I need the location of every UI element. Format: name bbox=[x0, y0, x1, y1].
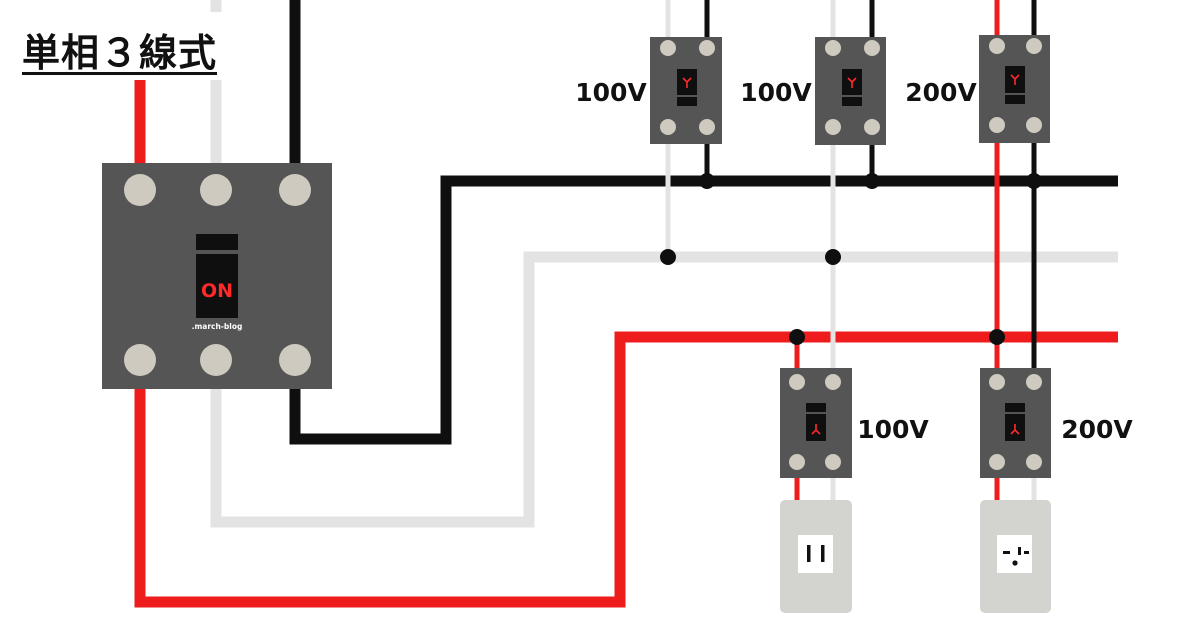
branch-breaker-top-1 bbox=[650, 37, 722, 144]
branch-breaker-bottom-2 bbox=[980, 368, 1051, 478]
branch-breaker-bottom-1 bbox=[780, 368, 852, 478]
outlet-slot bbox=[1018, 547, 1021, 555]
breaker-toggle[interactable] bbox=[842, 69, 862, 106]
outlet-slot bbox=[1024, 551, 1029, 554]
terminal-screw bbox=[279, 344, 311, 376]
outlet-slot bbox=[807, 545, 811, 562]
breaker-toggle[interactable] bbox=[1005, 403, 1025, 441]
junction-dot bbox=[699, 173, 715, 189]
terminal-screw bbox=[989, 454, 1005, 470]
terminal-screw bbox=[789, 454, 805, 470]
breaker-voltage-label: 200V bbox=[905, 78, 977, 107]
branch-breaker-top-2 bbox=[815, 37, 886, 145]
breaker-toggle[interactable] bbox=[677, 69, 697, 106]
outlet-ground-hole bbox=[1012, 560, 1018, 566]
terminal-screw bbox=[279, 174, 311, 206]
breaker-voltage-label: 100V bbox=[575, 78, 647, 107]
main-breaker: ON .march-blog bbox=[102, 163, 332, 389]
terminal-screw bbox=[825, 40, 841, 56]
terminal-screw bbox=[660, 119, 676, 135]
terminal-screw bbox=[1026, 38, 1042, 54]
junction-dot bbox=[864, 173, 880, 189]
terminal-screw bbox=[989, 117, 1005, 133]
terminal-screw bbox=[124, 174, 156, 206]
outlet-slot bbox=[1003, 551, 1010, 554]
terminal-screw bbox=[825, 374, 841, 390]
terminal-screw bbox=[825, 454, 841, 470]
terminal-screw bbox=[200, 174, 232, 206]
outlet-200v bbox=[980, 500, 1051, 613]
junction-dot bbox=[789, 329, 805, 345]
terminal-screw bbox=[989, 374, 1005, 390]
white-bus-feed bbox=[210, 251, 1118, 528]
breaker-toggle[interactable] bbox=[1005, 66, 1025, 104]
terminal-screw bbox=[989, 38, 1005, 54]
junction-dot bbox=[989, 329, 1005, 345]
terminal-screw bbox=[1026, 454, 1042, 470]
branch-breaker-top-3 bbox=[979, 35, 1050, 143]
terminal-screw bbox=[699, 119, 715, 135]
junction-dot bbox=[825, 249, 841, 265]
breaker-voltage-label: 200V bbox=[1061, 415, 1133, 444]
terminal-screw bbox=[200, 344, 232, 376]
red-bus-feed bbox=[134, 331, 1118, 608]
terminal-screw bbox=[789, 374, 805, 390]
terminal-screw bbox=[699, 40, 715, 56]
main-breaker-lever[interactable] bbox=[196, 234, 238, 318]
outlet-slot bbox=[821, 545, 825, 562]
breaker-toggle[interactable] bbox=[806, 403, 826, 441]
main-breaker-state-label: ON bbox=[201, 280, 233, 302]
watermark: .march-blog bbox=[192, 322, 243, 331]
terminal-screw bbox=[864, 40, 880, 56]
junction-dot bbox=[1026, 173, 1042, 189]
junction-dot bbox=[660, 249, 676, 265]
outlet-100v bbox=[780, 500, 852, 613]
terminal-screw bbox=[660, 40, 676, 56]
breaker-voltage-label: 100V bbox=[857, 415, 929, 444]
terminal-screw bbox=[1026, 117, 1042, 133]
breaker-voltage-label: 100V bbox=[740, 78, 812, 107]
terminal-screw bbox=[124, 344, 156, 376]
page-title: 単相３線式 bbox=[22, 31, 218, 75]
terminal-screw bbox=[864, 119, 880, 135]
terminal-screw bbox=[1026, 374, 1042, 390]
terminal-screw bbox=[825, 119, 841, 135]
